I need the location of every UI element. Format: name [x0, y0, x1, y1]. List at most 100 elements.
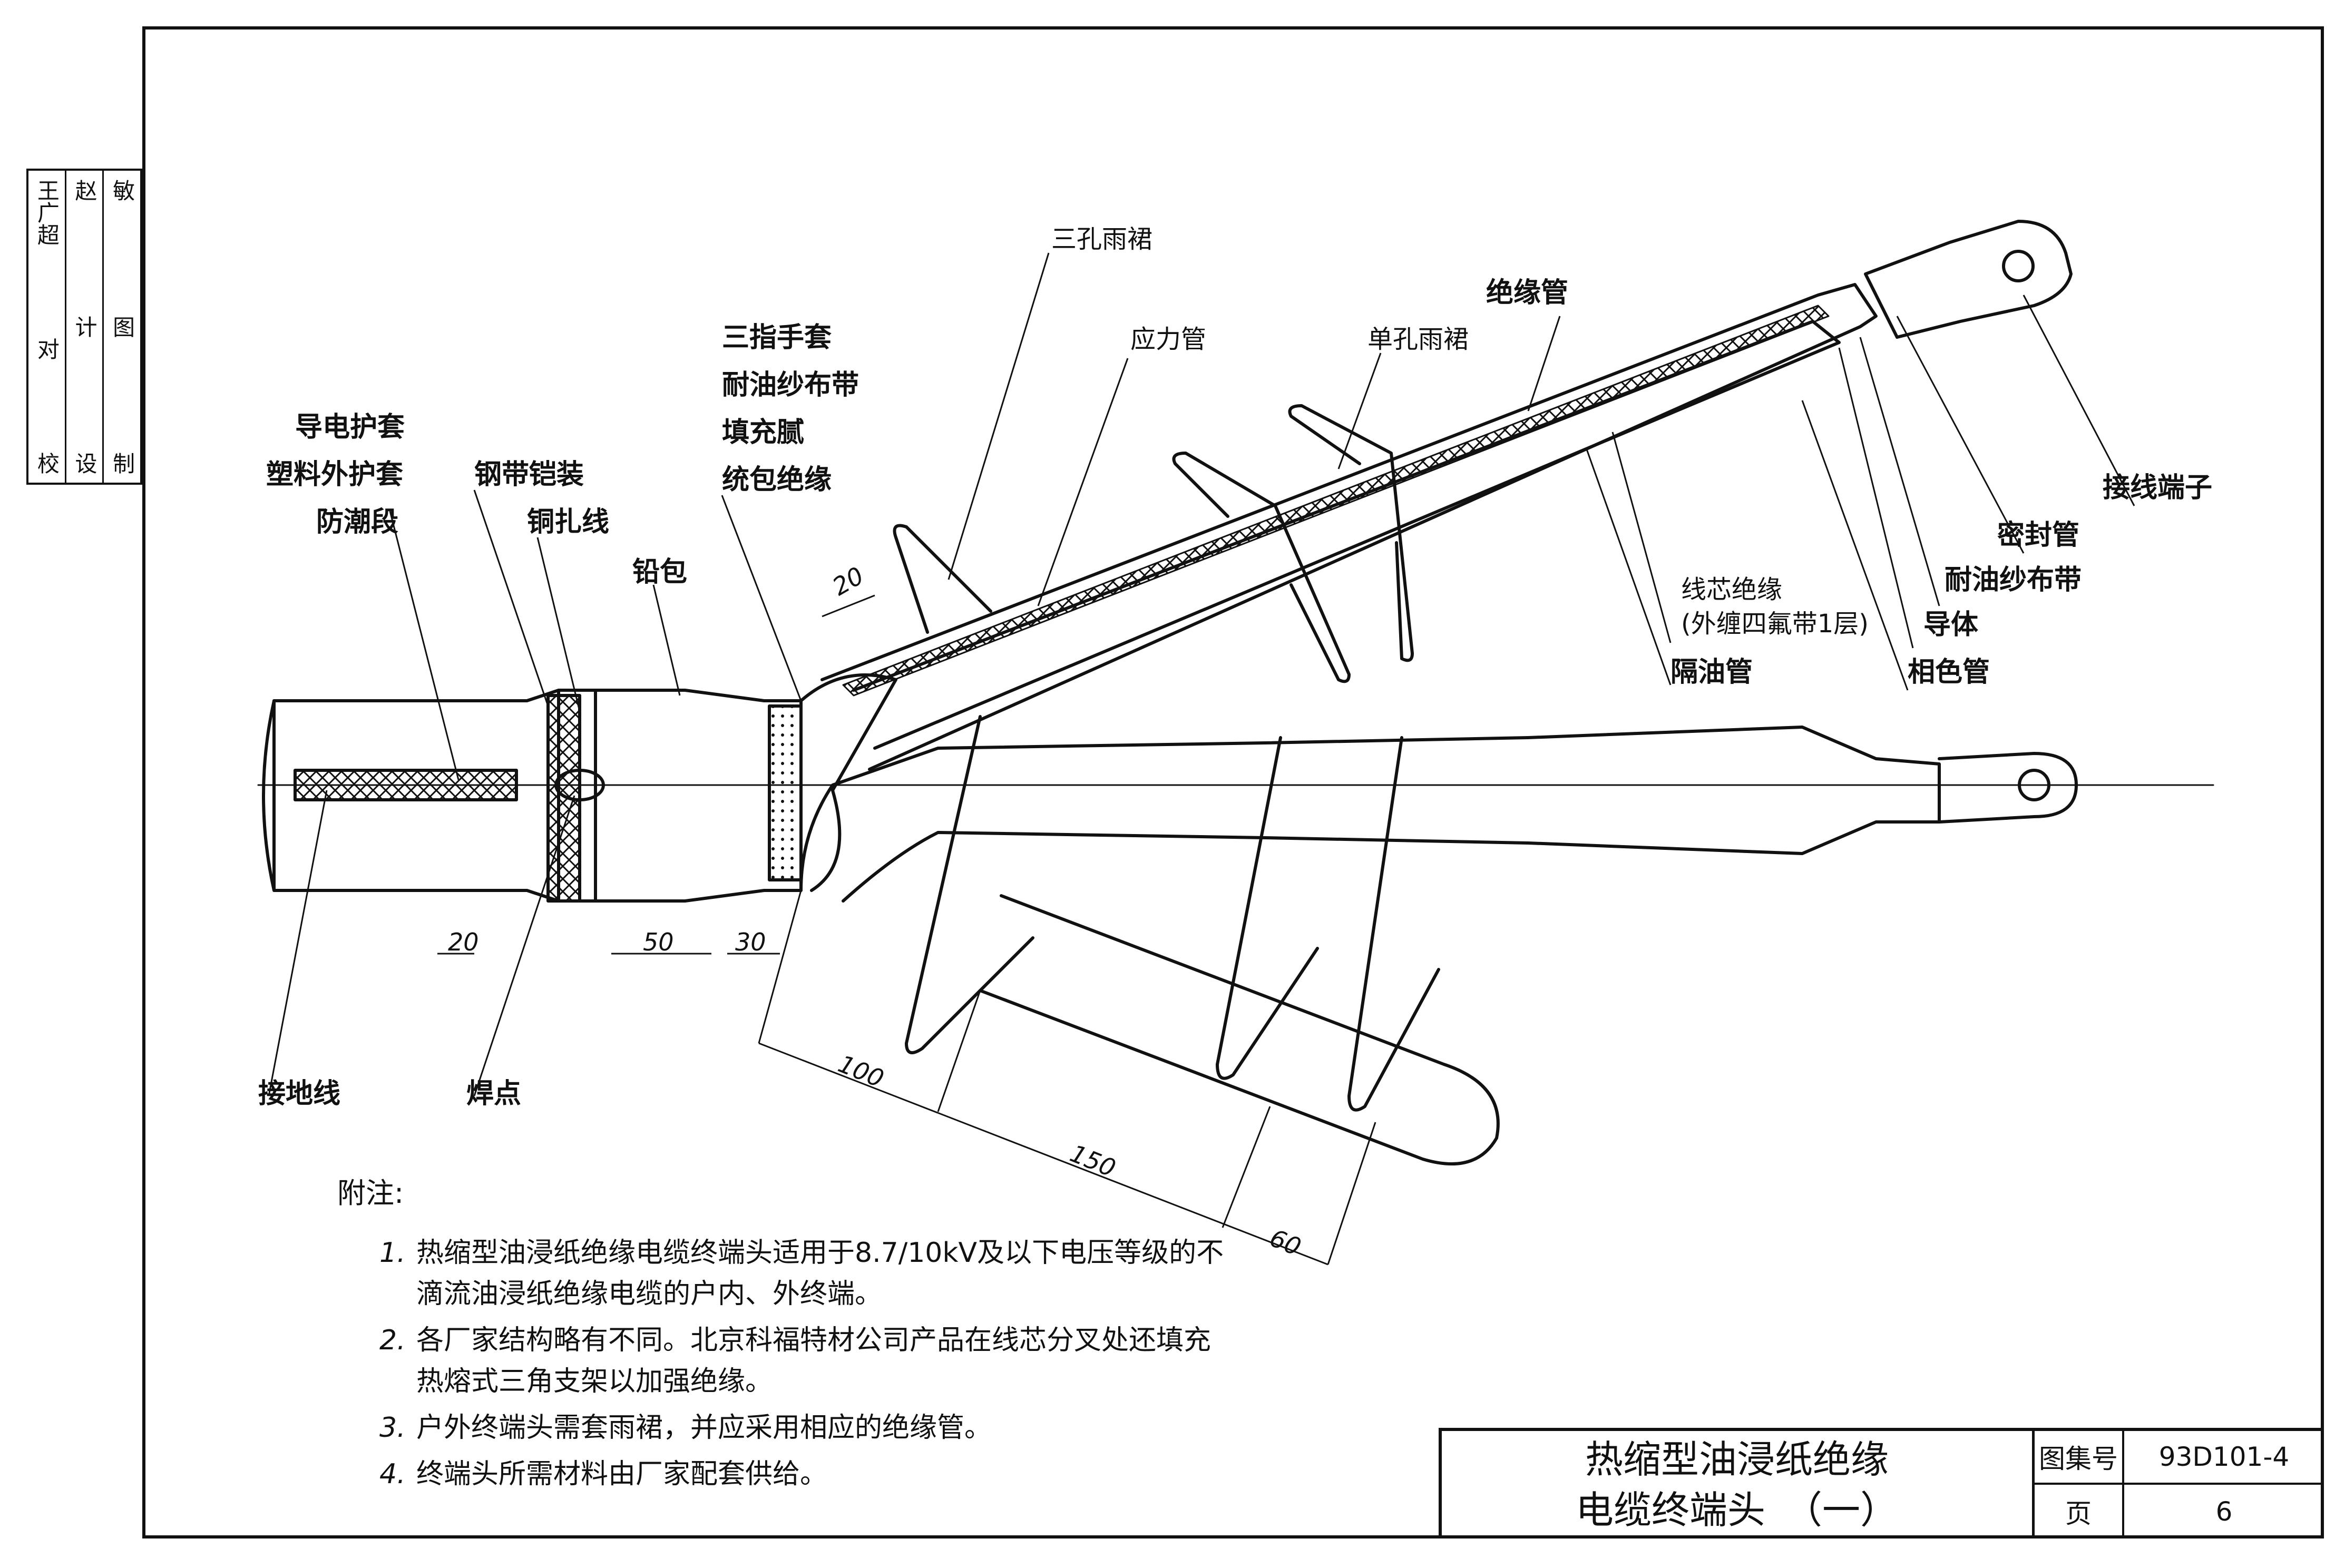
drawing-title-line2: 电缆终端头 （一） — [1575, 1488, 1898, 1532]
lower-lug — [1938, 752, 2078, 824]
label-steel-armor: 钢带铠装 — [474, 459, 584, 491]
upper-skirt-2 — [1172, 452, 1351, 683]
note-item: 2. 各厂家结构略有不同。北京科福特材公司产品在线芯分叉处还填充热熔式三角支架以… — [379, 1320, 1233, 1402]
label-three-hole-skirt: 三孔雨裙 — [1051, 224, 1153, 254]
title-block: 热缩型油浸纸绝缘 电缆终端头 （一） 图集号 93D101-4 页 6 — [1439, 1428, 2324, 1538]
role-name: 计 — [72, 316, 97, 338]
role-label: 设 — [72, 452, 97, 474]
leader-terminal-lug — [2023, 295, 2135, 506]
lower-skirt-1 — [905, 715, 1034, 1054]
note-item: 4. 终端头所需材料由厂家配套供给。 — [379, 1454, 1233, 1495]
note-item: 1. 热缩型油浸纸绝缘电缆终端头适用于8.7/10kV及以下电压等级的不滴流油浸… — [379, 1232, 1233, 1315]
upper-lug — [1864, 220, 2073, 339]
signature-col-design: 赵 计 设 — [66, 171, 104, 483]
label-core-insulation-note: (外缠四氟带1层) — [1681, 609, 1869, 639]
upper-branch-hatch — [842, 305, 1830, 697]
note-number: 3. — [379, 1412, 406, 1444]
page-label: 页 — [2035, 1485, 2124, 1538]
label-conductive-sleeve: 导电护套 — [295, 411, 405, 443]
label-core-insulation: 线芯绝缘 — [1681, 575, 1783, 604]
leader-oil-tape — [1859, 337, 1940, 606]
note-text: 户外终端头需套雨裙，并应采用相应的绝缘管。 — [416, 1412, 992, 1444]
label-three-finger-glove: 三指手套 — [722, 322, 832, 354]
upper-lug-hole — [2002, 250, 2035, 282]
leader-copper-wire — [536, 537, 581, 712]
title-block-meta: 图集号 93D101-4 页 6 — [2035, 1431, 2324, 1538]
label-insulating-tube: 绝缘管 — [1486, 277, 1569, 309]
leader-filler — [721, 495, 802, 701]
label-oil-resistant-tape: 耐油纱布带 — [722, 369, 859, 401]
drawing-frame — [142, 26, 2324, 1538]
role-name: 对 — [34, 338, 60, 360]
label-plastic-sheath: 塑料外护套 — [266, 459, 404, 491]
upper-skirt-1 — [893, 524, 992, 634]
third-core — [979, 894, 1500, 1165]
label-stress-tube: 应力管 — [1130, 325, 1207, 354]
atlas-number: 93D101-4 — [2124, 1431, 2324, 1485]
note-number: 4. — [379, 1458, 406, 1490]
dim-30: 30 — [735, 928, 766, 956]
note-text: 终端头所需材料由厂家配套供给。 — [416, 1458, 828, 1490]
page-number: 6 — [2215, 1496, 2233, 1527]
leader-solder — [473, 795, 575, 1096]
sign-name: 赵 — [72, 179, 97, 201]
sign-name: 王广超 — [34, 179, 60, 246]
label-phase-color-tube: 相色管 — [1908, 656, 1990, 688]
label-conductor: 导体 — [1923, 609, 1979, 641]
leader-lead-sheath — [652, 584, 681, 696]
filler-block — [768, 704, 803, 881]
label-oil-tape-right: 耐油纱布带 — [1945, 564, 2082, 596]
sign-name: 敏 — [109, 179, 135, 201]
notes-section: 附注: 1. 热缩型油浸纸绝缘电缆终端头适用于8.7/10kV及以下电压等级的不… — [337, 1170, 1233, 1500]
leader-three-hole-skirt — [947, 252, 1050, 580]
note-text: 各厂家结构略有不同。北京科福特材公司产品在线芯分叉处还填充热熔式三角支架以加强绝… — [416, 1325, 1212, 1397]
atlas-label: 图集号 — [2035, 1431, 2124, 1485]
label-moisture-section: 防潮段 — [316, 506, 399, 538]
lower-skirt-2 — [1216, 736, 1319, 1080]
dim-ext-4 — [1327, 1122, 1376, 1265]
glove-body — [799, 673, 897, 892]
dim-line-long — [758, 1042, 1328, 1266]
label-filler: 填充腻 — [722, 417, 805, 448]
notes-heading: 附注: — [337, 1177, 404, 1210]
dim-20-bottom: 20 — [448, 928, 479, 956]
leader-single-hole-skirt — [1337, 352, 1382, 469]
label-oil-barrier-tube: 隔油管 — [1670, 656, 1753, 688]
label-seal-tube: 密封管 — [1997, 520, 2080, 551]
leader-seal-tube — [1896, 316, 2025, 554]
label-lead-sheath: 铅包 — [632, 556, 688, 588]
lower-skirt-3 — [1347, 736, 1440, 1112]
leader-conductor — [1838, 347, 1914, 649]
note-item: 3. 户外终端头需套雨裙，并应采用相应的绝缘管。 — [379, 1407, 1233, 1448]
note-text: 热缩型油浸纸绝缘电缆终端头适用于8.7/10kV及以下电压等级的不滴流油浸纸绝缘… — [416, 1237, 1224, 1310]
dim-ext-1 — [758, 890, 802, 1044]
leader-oil-barrier — [1585, 447, 1672, 685]
cable-end-cap — [262, 699, 276, 892]
leader-stress-tube — [1037, 358, 1129, 606]
label-copper-wire: 铜扎线 — [527, 506, 610, 538]
leader-core-insulation — [1611, 432, 1672, 643]
dim-ext-2 — [937, 990, 981, 1112]
role-label: 校 — [34, 452, 60, 474]
leader-steel-armor — [473, 489, 549, 707]
label-single-hole-skirt: 单孔雨裙 — [1367, 325, 1469, 354]
upper-branch-outer — [820, 283, 1878, 771]
label-wrap-insulation: 统包绝缘 — [722, 464, 832, 496]
lower-branch-outer — [799, 726, 1941, 903]
solder-point-shape — [554, 769, 605, 801]
label-terminal-lug: 接线端子 — [2103, 472, 2213, 504]
signature-col-draw: 敏 图 制 — [104, 171, 140, 483]
label-ground-wire: 接地线 — [258, 1078, 341, 1110]
drawing-title-line1: 热缩型油浸纸绝缘 — [1585, 1437, 1889, 1482]
signature-col-check: 王广超 对 校 — [28, 171, 66, 483]
role-label: 制 — [109, 452, 135, 474]
note-number: 2. — [379, 1325, 406, 1356]
dim-line-20-top — [822, 594, 875, 618]
signature-block: 王广超 对 校 赵 计 设 敏 图 制 — [26, 169, 142, 485]
drawing-title: 热缩型油浸纸绝缘 电缆终端头 （一） — [1442, 1431, 2035, 1538]
leader-insulating-tube — [1527, 316, 1561, 411]
upper-skirt-3 — [1288, 404, 1414, 662]
label-solder-point: 焊点 — [466, 1078, 522, 1110]
leader-ground-wire — [268, 790, 328, 1096]
